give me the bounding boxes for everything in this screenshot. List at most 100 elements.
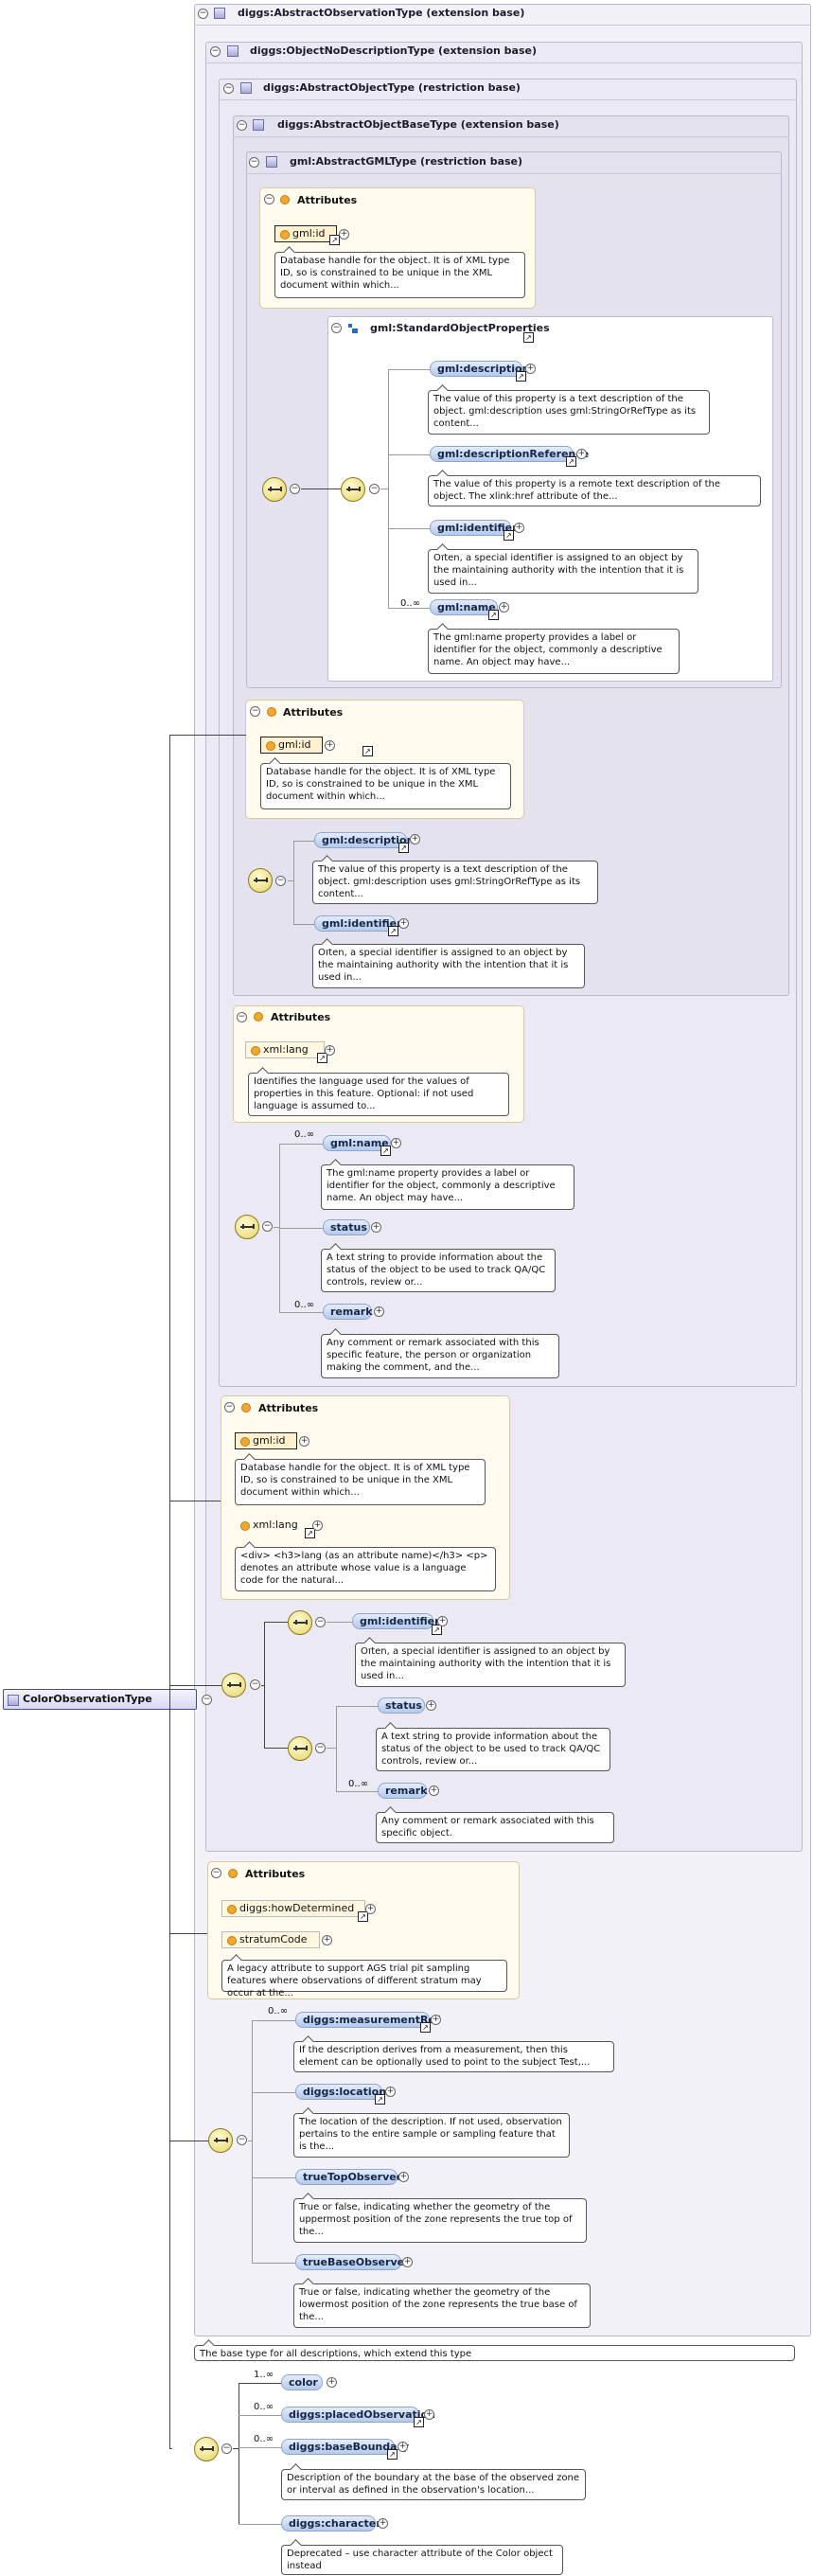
- element-diggs-character[interactable]: diggs:character: [281, 2515, 381, 2532]
- expand-toggle[interactable]: +: [431, 2015, 441, 2025]
- element-diggs-placed-observation[interactable]: diggs:placedObservation: [281, 2407, 435, 2423]
- collapse-toggle-object-no-description[interactable]: −: [210, 46, 221, 57]
- expand-toggle[interactable]: +: [429, 1785, 439, 1796]
- reference-icon[interactable]: ↗: [504, 530, 514, 541]
- collapse-toggle-sequence[interactable]: −: [369, 484, 380, 494]
- element-status[interactable]: status: [323, 1219, 370, 1235]
- collapse-toggle-attributes[interactable]: −: [224, 1402, 235, 1412]
- collapse-toggle-sequence[interactable]: −: [221, 2443, 232, 2454]
- expand-toggle[interactable]: +: [525, 364, 536, 374]
- expand-toggle[interactable]: +: [402, 2257, 413, 2267]
- reference-icon[interactable]: ↗: [516, 371, 526, 382]
- expand-toggle[interactable]: +: [378, 2518, 388, 2529]
- reference-icon[interactable]: ↗: [488, 610, 499, 620]
- reference-icon[interactable]: ↗: [329, 235, 340, 245]
- element-true-top-observed[interactable]: trueTopObserved: [295, 2169, 404, 2185]
- element-gml-description-reference[interactable]: gml:descriptionReference: [430, 446, 589, 462]
- collapse-toggle-root[interactable]: −: [202, 1695, 212, 1705]
- expand-toggle[interactable]: +: [424, 2409, 434, 2420]
- collapse-toggle-attributes[interactable]: −: [237, 1012, 247, 1022]
- description-diggs-location: The location of the description. If not …: [293, 2113, 570, 2158]
- collapse-toggle-abstract-object[interactable]: −: [223, 83, 234, 94]
- element-true-base-observed[interactable]: trueBaseObserved: [295, 2254, 412, 2270]
- attribute-diggs-how-determined[interactable]: diggs:howDetermined: [221, 1900, 365, 1917]
- expand-toggle[interactable]: +: [398, 918, 409, 929]
- collapse-toggle-standard-object-properties[interactable]: −: [331, 323, 342, 333]
- connector-line: [252, 2092, 295, 2093]
- element-gml-description[interactable]: gml:description: [314, 832, 414, 848]
- collapse-toggle-abstract-object-base[interactable]: −: [237, 120, 247, 131]
- element-color[interactable]: color: [281, 2374, 323, 2390]
- reference-icon[interactable]: ↗: [317, 1053, 327, 1063]
- expand-toggle[interactable]: +: [576, 449, 587, 459]
- expand-toggle[interactable]: +: [385, 2087, 396, 2097]
- collapse-toggle-sequence[interactable]: −: [262, 1221, 273, 1232]
- expand-toggle[interactable]: +: [327, 2377, 337, 2388]
- element-gml-identifier[interactable]: gml:identifier: [430, 520, 518, 536]
- attribute-xml-lang[interactable]: xml:lang: [245, 1041, 325, 1058]
- element-diggs-measurement-ref[interactable]: diggs:measurementRef: [295, 2012, 440, 2028]
- collapse-toggle-abstract-gml[interactable]: −: [249, 157, 259, 168]
- element-diggs-base-boundary[interactable]: diggs:baseBoundary: [281, 2439, 409, 2455]
- root-type-color-observation[interactable]: ColorObservationType: [3, 1689, 197, 1710]
- expand-toggle[interactable]: +: [325, 740, 335, 751]
- expand-toggle[interactable]: +: [312, 1520, 323, 1531]
- reference-icon[interactable]: ↗: [523, 332, 534, 343]
- expand-toggle[interactable]: +: [391, 1138, 401, 1148]
- expand-toggle[interactable]: +: [322, 1935, 332, 1945]
- expand-toggle[interactable]: +: [410, 834, 420, 844]
- reference-icon[interactable]: ↗: [398, 843, 409, 853]
- expand-toggle[interactable]: +: [398, 2442, 408, 2452]
- collapse-toggle-sequence[interactable]: −: [237, 2135, 247, 2145]
- attribute-gml-id[interactable]: gml:id: [260, 737, 323, 754]
- element-gml-description[interactable]: gml:description: [430, 361, 529, 377]
- collapse-toggle-sequence[interactable]: −: [315, 1617, 326, 1627]
- expand-toggle[interactable]: +: [398, 2172, 409, 2182]
- reference-icon[interactable]: ↗: [358, 1911, 368, 1922]
- reference-icon[interactable]: ↗: [305, 1528, 315, 1538]
- expand-toggle[interactable]: +: [299, 1436, 309, 1447]
- connector-line: [274, 1227, 279, 1228]
- connector-line: [336, 1706, 337, 1791]
- collapse-toggle-attributes[interactable]: −: [211, 1868, 221, 1878]
- reference-icon[interactable]: ↗: [387, 2449, 398, 2460]
- collapse-toggle-sequence[interactable]: −: [250, 1679, 260, 1690]
- description-true-base-observed: True or false, indicating whether the ge…: [293, 2283, 591, 2328]
- attribute-xml-lang[interactable]: xml:lang: [235, 1517, 305, 1534]
- expand-toggle[interactable]: +: [426, 1700, 436, 1711]
- expand-toggle[interactable]: +: [514, 523, 524, 533]
- reference-icon[interactable]: ↗: [380, 1146, 391, 1156]
- expand-toggle[interactable]: +: [437, 1616, 448, 1626]
- reference-icon[interactable]: ↗: [414, 2417, 424, 2427]
- element-remark[interactable]: remark: [323, 1304, 373, 1320]
- reference-icon[interactable]: ↗: [420, 2022, 431, 2033]
- collapse-toggle-abstract-observation[interactable]: −: [198, 9, 208, 19]
- expand-toggle[interactable]: +: [499, 602, 509, 613]
- reference-icon[interactable]: ↗: [566, 456, 576, 467]
- expand-toggle[interactable]: +: [339, 229, 349, 240]
- connector-line: [264, 1622, 265, 1748]
- attribute-gml-id[interactable]: gml:id: [235, 1432, 297, 1449]
- expand-toggle[interactable]: +: [371, 1222, 381, 1233]
- reference-icon[interactable]: ↗: [388, 926, 398, 936]
- element-gml-identifier[interactable]: gml:identifier: [352, 1613, 440, 1629]
- expand-toggle[interactable]: +: [374, 1306, 384, 1317]
- reference-icon[interactable]: ↗: [362, 746, 373, 756]
- element-gml-identifier[interactable]: gml:identifier: [314, 915, 402, 932]
- attribute-stratum-code[interactable]: stratumCode: [221, 1931, 320, 1948]
- collapse-toggle-sequence[interactable]: −: [275, 876, 286, 886]
- element-status[interactable]: status: [378, 1697, 425, 1714]
- element-remark[interactable]: remark: [378, 1783, 428, 1799]
- attribute-gml-id[interactable]: gml:id: [274, 225, 337, 242]
- collapse-toggle-sequence[interactable]: −: [315, 1743, 326, 1753]
- collapse-toggle-attributes[interactable]: −: [250, 706, 260, 717]
- reference-icon[interactable]: ↗: [432, 1625, 442, 1635]
- collapse-toggle-attributes[interactable]: −: [264, 194, 274, 204]
- reference-icon[interactable]: ↗: [375, 2094, 385, 2105]
- expand-toggle[interactable]: +: [325, 1045, 335, 1056]
- collapse-toggle-sequence[interactable]: −: [290, 484, 300, 494]
- element-gml-name[interactable]: gml:name: [323, 1135, 391, 1151]
- element-gml-name[interactable]: gml:name: [430, 599, 498, 615]
- expand-toggle[interactable]: +: [365, 1904, 376, 1914]
- element-diggs-location[interactable]: diggs:location: [295, 2084, 386, 2100]
